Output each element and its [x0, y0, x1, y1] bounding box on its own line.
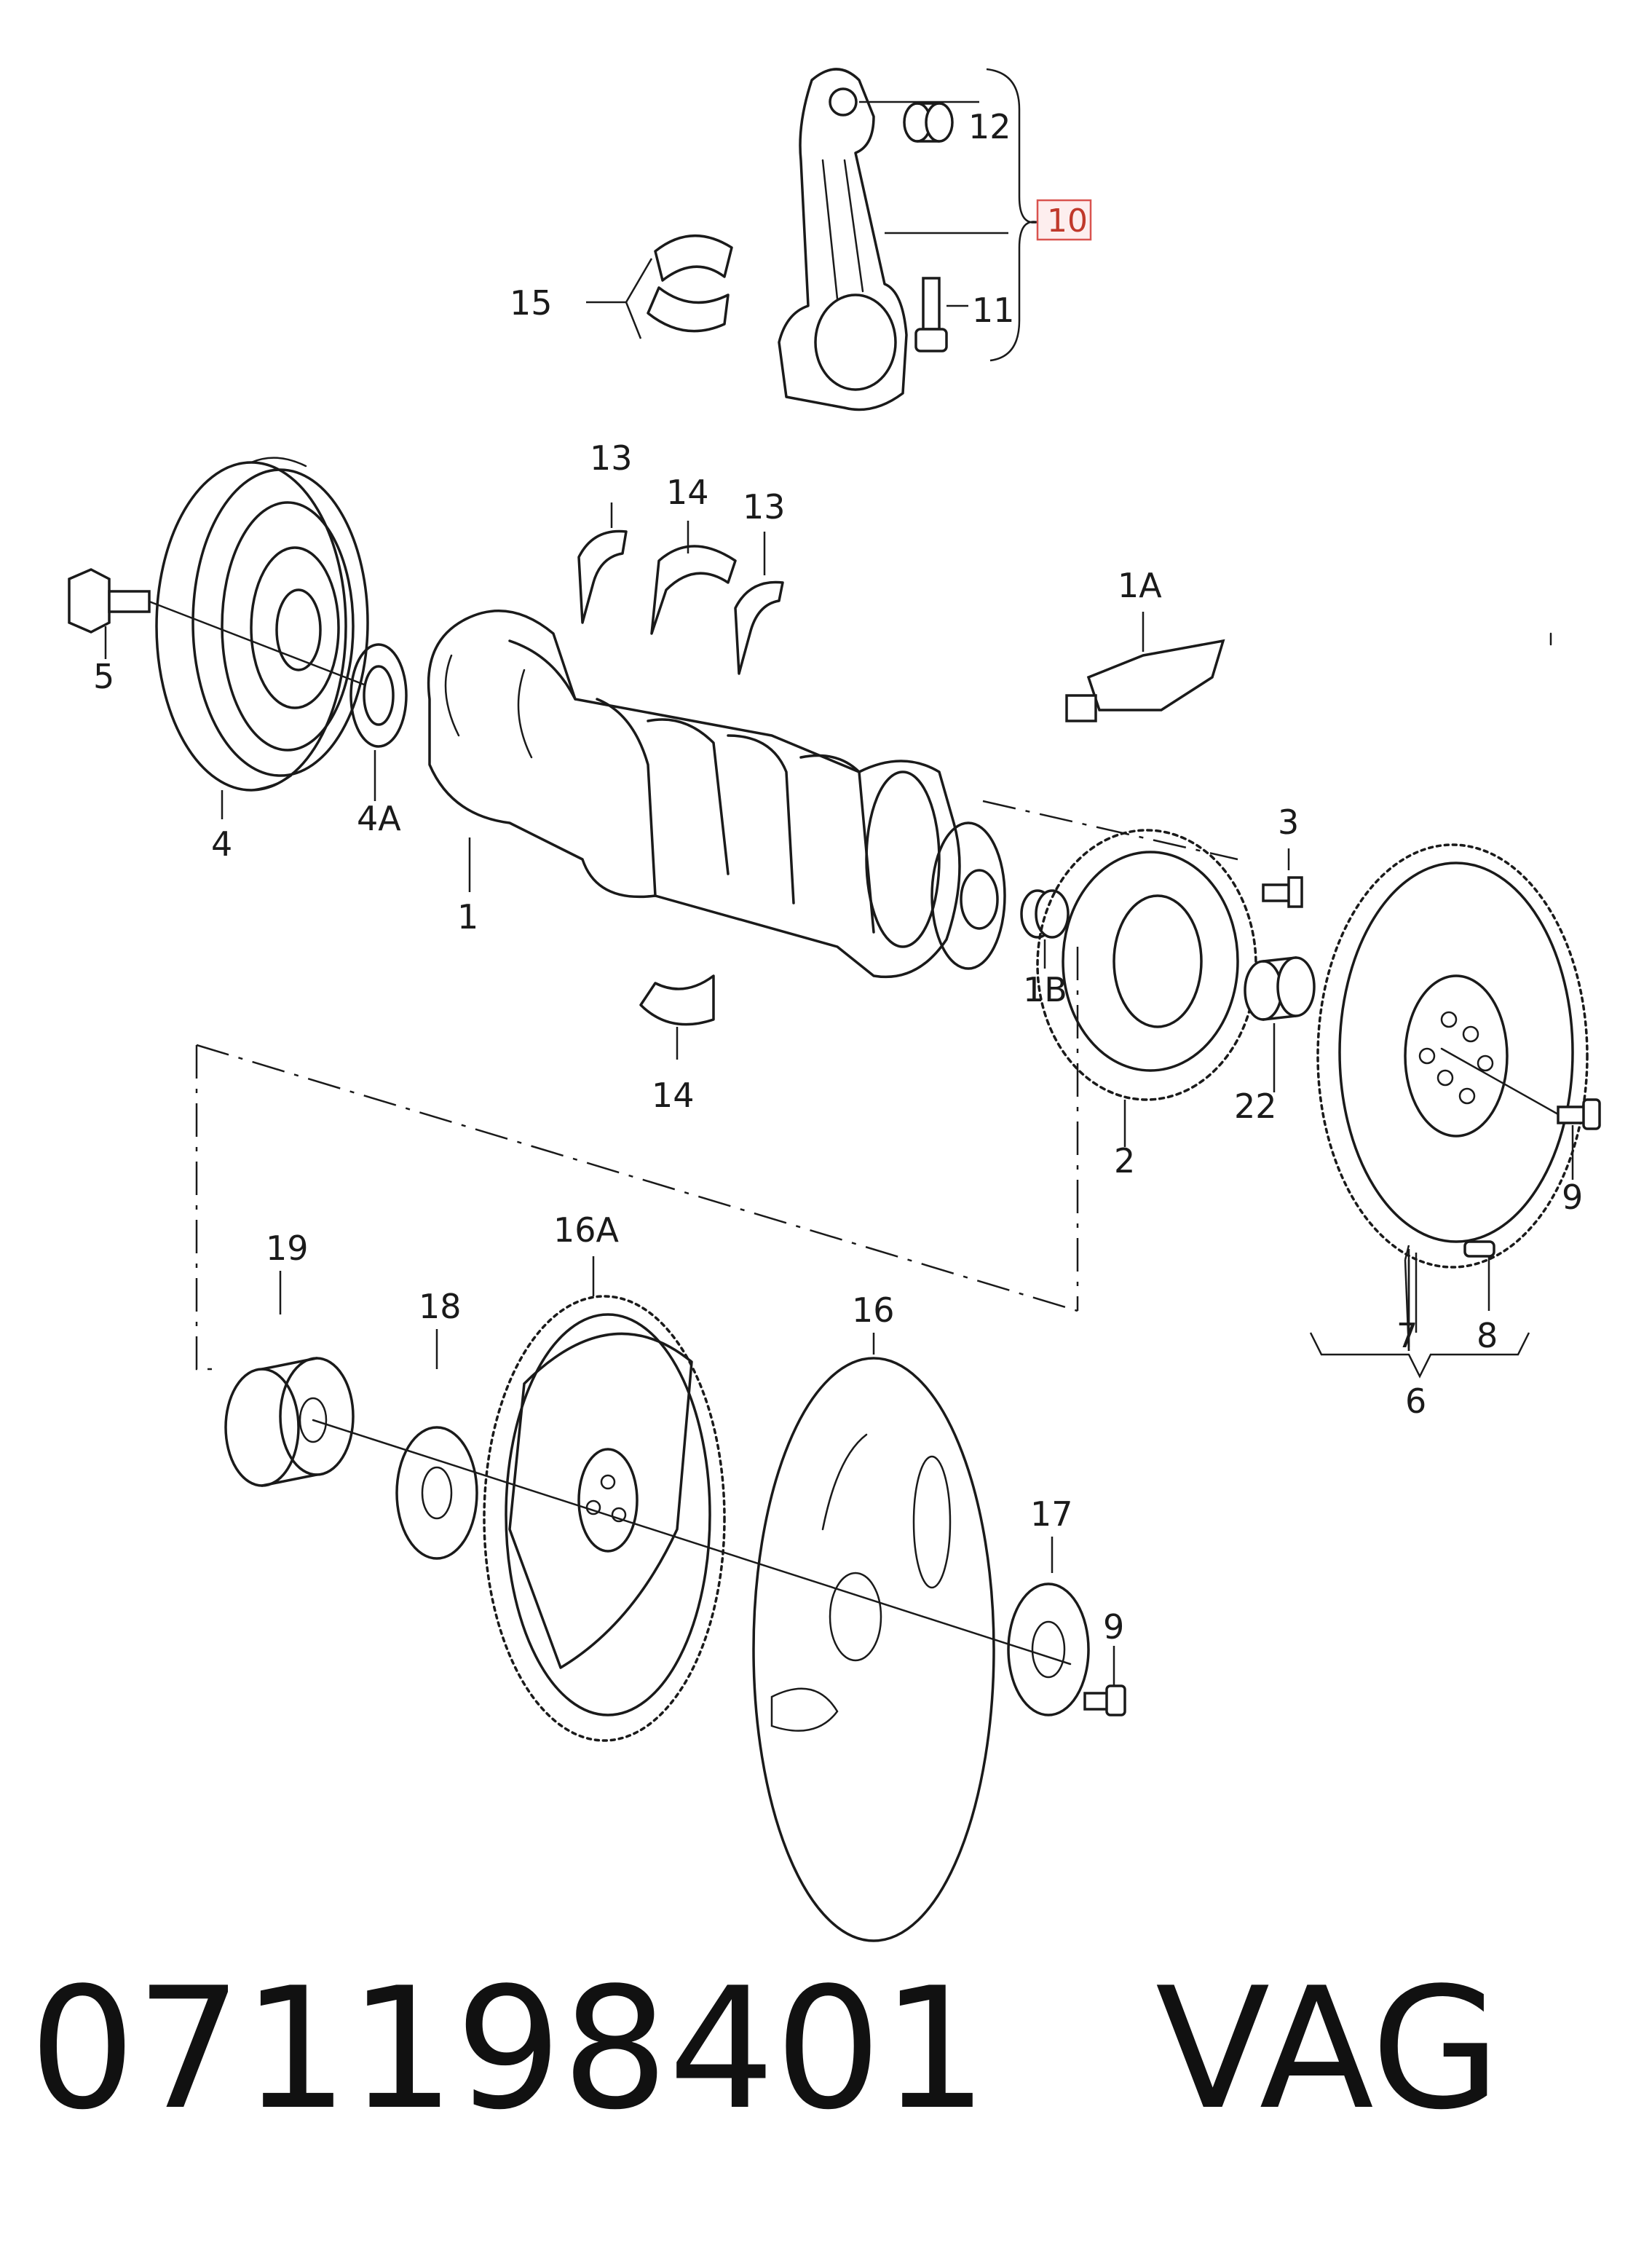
pulley-bolt [68, 568, 151, 634]
spacer-ring [224, 1357, 355, 1487]
callout-4: 4 [211, 824, 232, 864]
drive-plate-with-ring-gear [483, 1295, 726, 1742]
callout-22: 22 [1234, 1087, 1277, 1126]
callout-6: 6 [1405, 1381, 1426, 1421]
callout-8: 8 [1477, 1316, 1498, 1355]
flywheel [1316, 843, 1589, 1269]
callout-9-driveplate: 9 [1103, 1607, 1124, 1647]
callout-13-right: 13 [743, 487, 786, 527]
callout-19: 19 [266, 1229, 309, 1268]
shim-disc [395, 1426, 478, 1560]
callout-3: 3 [1278, 803, 1299, 842]
callout-16: 16 [852, 1290, 895, 1330]
callout-1a: 1A [1118, 566, 1162, 605]
sender-wheel [1036, 829, 1257, 1101]
callout-17: 17 [1030, 1494, 1073, 1534]
vibration-damper-pulley [155, 457, 369, 792]
callout-12: 12 [968, 107, 1011, 146]
callout-13-left: 13 [590, 438, 633, 478]
callout-2: 2 [1114, 1141, 1135, 1180]
callout-5: 5 [93, 657, 114, 696]
callout-11: 11 [972, 291, 1015, 330]
callout-16a: 16A [553, 1210, 620, 1250]
callout-18: 18 [419, 1287, 462, 1326]
callout-14-bottom: 14 [652, 1076, 695, 1115]
sealant-tube [1065, 639, 1225, 722]
con-rod-bolt [914, 277, 948, 352]
drive-plate-bolt [1083, 1684, 1126, 1716]
callout-10: 10 [1047, 202, 1088, 240]
callout-15: 15 [510, 283, 553, 323]
pilot-bushing [1020, 889, 1070, 939]
callout-9-flywheel: 9 [1562, 1178, 1583, 1217]
main-bearing-shells [577, 529, 784, 1026]
callout-14-top: 14 [666, 473, 709, 512]
callout-7: 7 [1396, 1316, 1418, 1355]
drive-plate [752, 1357, 995, 1942]
brand-name: VAG [1155, 1952, 1501, 2147]
highlight-box [1036, 199, 1092, 241]
part-number: 071198401 [29, 1952, 988, 2147]
callout-1: 1 [457, 897, 478, 937]
needle-bearing [1244, 956, 1316, 1021]
crankshaft [427, 610, 1006, 979]
dowel-pin [1463, 1240, 1495, 1258]
connecting-rod [778, 68, 908, 411]
reinforcement-washer [1007, 1582, 1090, 1716]
con-rod-bearing-shells [647, 234, 733, 333]
small-end-bushing [903, 102, 954, 143]
callout-1b: 1B [1023, 970, 1067, 1009]
sender-wheel-bolt [1262, 876, 1303, 908]
callout-4a: 4A [357, 799, 401, 838]
thrust-washer [349, 643, 408, 748]
